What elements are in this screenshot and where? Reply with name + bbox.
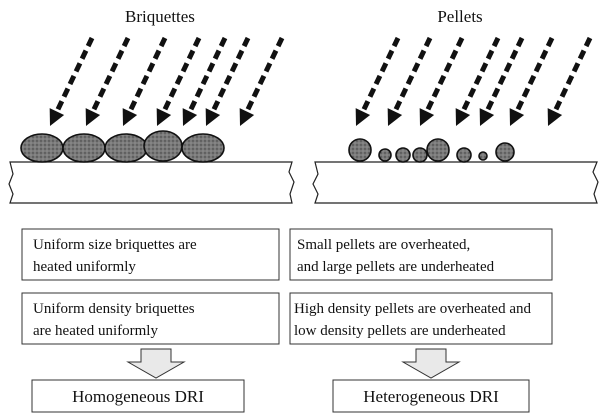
briquette bbox=[63, 134, 105, 162]
dashed-arrow-icon bbox=[517, 38, 552, 112]
arrowhead-icon bbox=[388, 108, 402, 126]
heat-arrows-pellets bbox=[356, 38, 590, 126]
arrowhead-icon bbox=[510, 108, 524, 126]
pellet-particles bbox=[349, 139, 514, 162]
arrowhead-icon bbox=[456, 108, 470, 126]
pellet bbox=[396, 148, 410, 162]
pellet-size-line2: and large pellets are underheated bbox=[297, 259, 495, 275]
pellets-title: Pellets bbox=[437, 7, 482, 26]
pellet bbox=[349, 139, 371, 161]
dashed-arrow-icon bbox=[57, 38, 92, 112]
dashed-arrow-icon bbox=[190, 38, 225, 112]
dashed-arrow-icon bbox=[395, 38, 430, 112]
arrowhead-icon bbox=[356, 108, 370, 126]
arrowhead-icon bbox=[86, 108, 100, 126]
ground-slab-briquettes bbox=[9, 162, 294, 203]
pellet bbox=[457, 148, 471, 162]
arrowhead-icon bbox=[50, 108, 64, 126]
pellet bbox=[427, 139, 449, 161]
briquette-particles bbox=[21, 131, 224, 162]
pellet-size-line1: Small pellets are overheated, bbox=[297, 237, 470, 253]
arrowhead-icon bbox=[157, 108, 171, 126]
briquette bbox=[182, 134, 224, 162]
briquette-density-line1: Uniform density briquettes bbox=[33, 301, 195, 317]
briquettes-title: Briquettes bbox=[125, 7, 195, 26]
arrowhead-icon bbox=[480, 108, 494, 126]
down-arrow-icon bbox=[128, 349, 184, 378]
dashed-arrow-icon bbox=[130, 38, 165, 112]
dashed-arrow-icon bbox=[247, 38, 282, 112]
arrowhead-icon bbox=[548, 108, 562, 126]
pellet bbox=[496, 143, 514, 161]
pellet bbox=[413, 148, 427, 162]
heterogeneous-result-label: Heterogeneous DRI bbox=[363, 387, 499, 406]
dashed-arrow-icon bbox=[555, 38, 590, 112]
arrowhead-icon bbox=[206, 108, 220, 126]
briquette bbox=[21, 134, 63, 162]
briquette-size-line1: Uniform size briquettes are bbox=[33, 237, 197, 253]
dashed-arrow-icon bbox=[427, 38, 462, 112]
pellet bbox=[479, 152, 487, 160]
briquette-density-line2: are heated uniformly bbox=[33, 323, 158, 339]
arrowhead-icon bbox=[183, 108, 197, 126]
briquette bbox=[144, 131, 182, 161]
arrowhead-icon bbox=[240, 108, 254, 126]
dashed-arrow-icon bbox=[164, 38, 199, 112]
briquette bbox=[105, 134, 147, 162]
dashed-arrow-icon bbox=[487, 38, 522, 112]
down-arrow-icon bbox=[403, 349, 459, 378]
briquette-size-line2: heated uniformly bbox=[33, 259, 136, 275]
pellet-density-line1: High density pellets are overheated and bbox=[294, 301, 531, 317]
ground-slab-pellets bbox=[313, 162, 598, 203]
arrowhead-icon bbox=[420, 108, 434, 126]
pellet-density-line2: low density pellets are underheated bbox=[294, 323, 506, 339]
dashed-arrow-icon bbox=[463, 38, 498, 112]
pellet bbox=[379, 149, 391, 161]
dashed-arrow-icon bbox=[93, 38, 128, 112]
dashed-arrow-icon bbox=[213, 38, 248, 112]
dashed-arrow-icon bbox=[363, 38, 398, 112]
homogeneous-result-label: Homogeneous DRI bbox=[72, 387, 204, 406]
arrowhead-icon bbox=[123, 108, 137, 126]
heat-arrows-briquettes bbox=[50, 38, 282, 126]
